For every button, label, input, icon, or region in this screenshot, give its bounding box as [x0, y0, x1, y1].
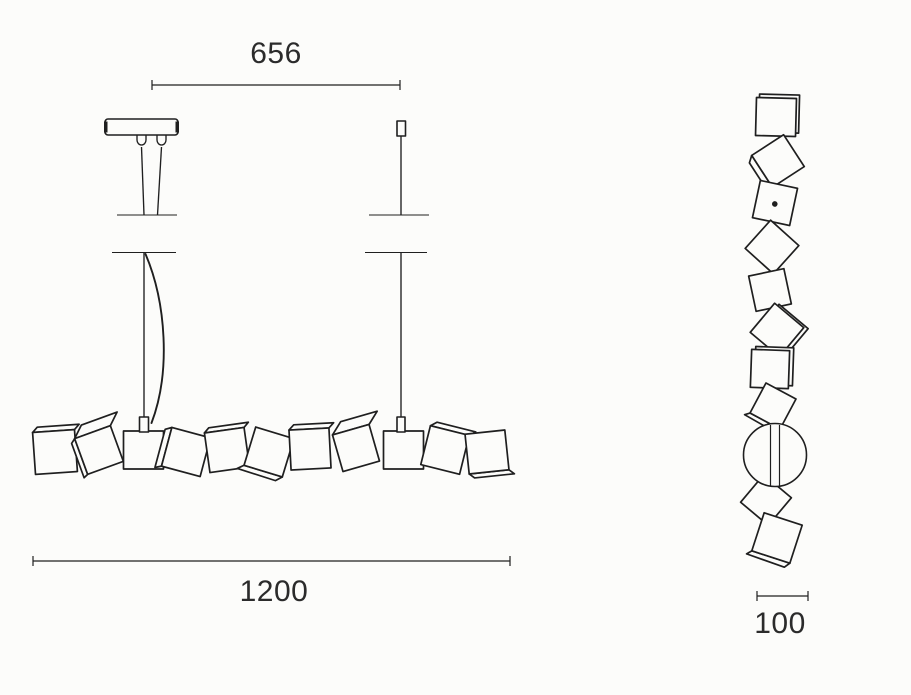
- cube-front-face: [160, 426, 212, 478]
- stack-cube-5: [747, 267, 793, 313]
- cube-front-face: [749, 302, 805, 358]
- cable-left-a: [140, 146, 145, 216]
- mounting-square-right: [382, 430, 425, 470]
- dimension-label-1200: 1200: [240, 575, 309, 608]
- cube-front-face: [243, 426, 295, 478]
- tube-end-circle: [742, 422, 808, 488]
- canopy-endcap-left: [104, 121, 108, 133]
- cube-4: [154, 426, 212, 478]
- stack-cube-1: [754, 93, 801, 138]
- cube-front-face: [464, 429, 510, 475]
- dimension-suspension-span: 656: [151, 37, 401, 90]
- cube-8: [331, 410, 381, 473]
- stack-cube-10: [745, 511, 804, 569]
- cube-front-face: [331, 423, 381, 473]
- cube-11: [464, 429, 516, 479]
- cube-front-face: [288, 427, 332, 471]
- cube-6: [236, 426, 295, 482]
- break-lines: [112, 214, 429, 254]
- cube-7: [288, 421, 335, 471]
- cube-front-face: [744, 219, 800, 275]
- dimension-label-656: 656: [250, 37, 302, 70]
- canopy-endcap-right: [175, 121, 179, 133]
- stack-cube-3: [751, 179, 799, 227]
- cube-5: [203, 421, 251, 474]
- cable-gripper-hook-left: [136, 135, 147, 146]
- cube-front-face: [749, 382, 797, 430]
- ceiling-canopy: [104, 118, 179, 146]
- suspension-cables-lower: [143, 253, 402, 424]
- cube-front-face: [754, 96, 798, 138]
- cube-front-face: [749, 348, 791, 390]
- cube-1: [31, 423, 80, 476]
- cube-front-face: [73, 424, 125, 476]
- cable-gripper-right: [396, 120, 407, 137]
- stack-cube-6: [749, 302, 809, 359]
- suspension-cables-upper: [140, 136, 402, 216]
- canopy-body: [104, 118, 179, 136]
- cube-front-face: [203, 426, 251, 474]
- power-cord-curve: [144, 253, 165, 424]
- front-view: 656: [31, 37, 516, 608]
- stack-cube-7: [749, 345, 795, 390]
- side-view: 100: [739, 93, 809, 640]
- cube-front-face: [747, 267, 793, 313]
- cable-hole-dot: [771, 201, 778, 207]
- cable-gripper-hook-right: [156, 135, 167, 146]
- cable-connector-right: [396, 416, 406, 433]
- cube-10: [419, 421, 477, 476]
- dimension-fixture-width: 100: [754, 591, 809, 640]
- cube-front-face: [31, 428, 79, 476]
- cube-stack: [739, 93, 809, 569]
- dimension-fixture-length: 1200: [32, 556, 511, 608]
- dimension-label-100: 100: [754, 607, 806, 640]
- cube-front-face: [750, 133, 806, 189]
- cube-row: [31, 410, 516, 482]
- tube-profile: [742, 422, 808, 488]
- cube-2: [70, 411, 125, 479]
- cube-front-face: [750, 511, 804, 565]
- cable-connector-left: [138, 416, 150, 433]
- cable-left-b: [156, 146, 163, 216]
- stack-cube-4: [744, 219, 800, 275]
- cube-front-face: [419, 424, 471, 476]
